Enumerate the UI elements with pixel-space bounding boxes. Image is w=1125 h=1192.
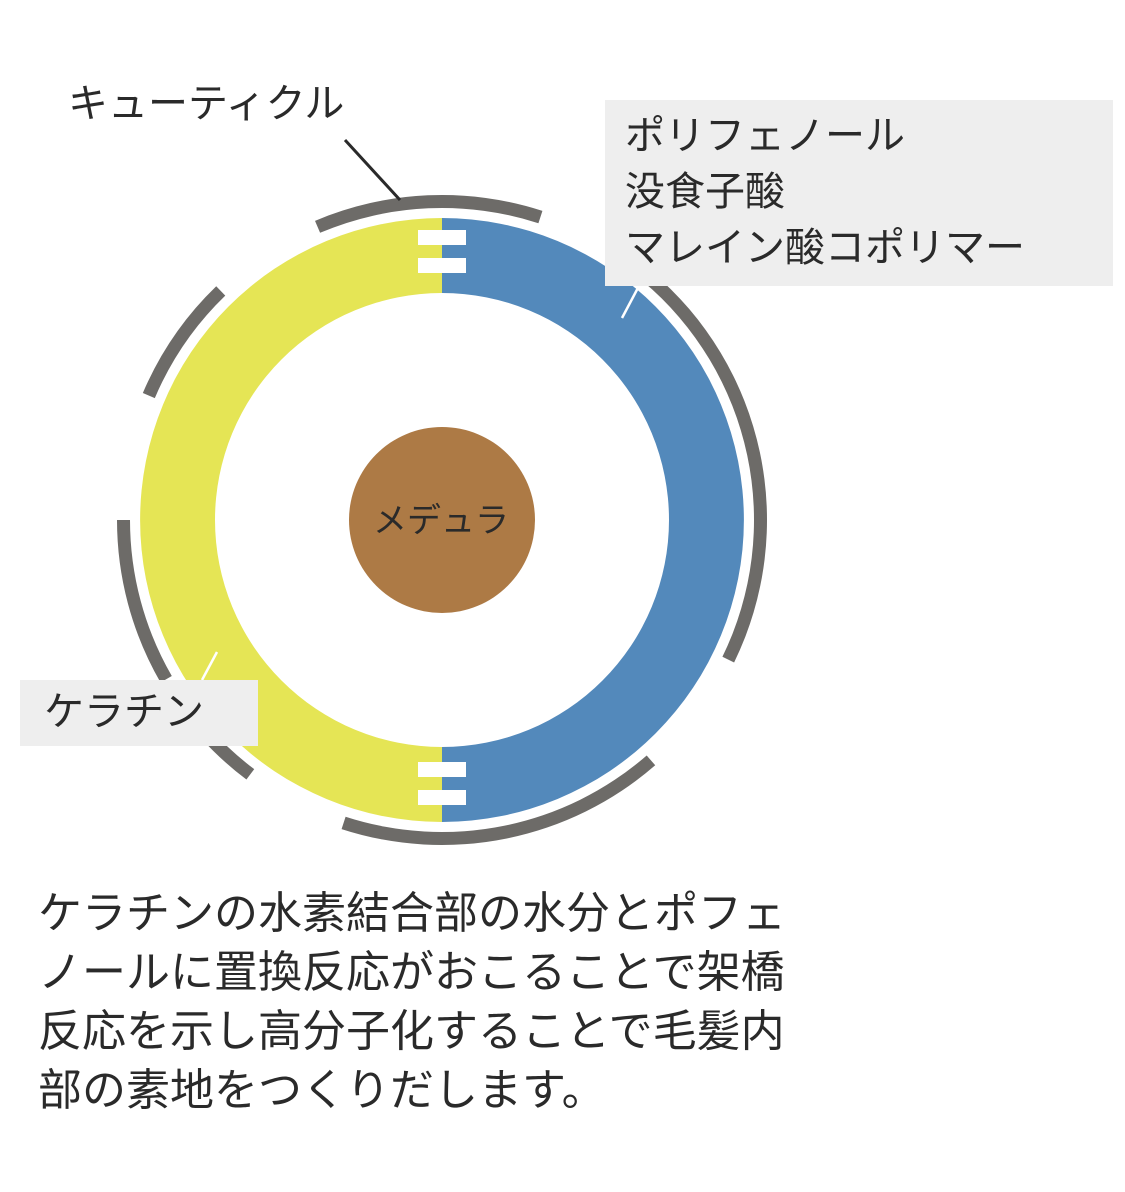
cuticle-leader-line: [343, 138, 402, 202]
cuticle-segment: [341, 755, 656, 845]
bond-marker: [418, 790, 466, 805]
bond-marker: [418, 258, 466, 273]
polyphenol-ring-half: [442, 218, 744, 822]
description-line: 部の素地をつくりだします。: [38, 1065, 606, 1116]
bond-markers: [418, 230, 466, 805]
description-line: ケラチンの水素結合部の水分とポフェ: [38, 888, 786, 939]
gallic-acid-label-line: 没食子酸: [625, 169, 785, 215]
polyphenol-label-box: ポリフェノール 没食子酸 マレイン酸コポリマー: [605, 100, 1113, 286]
medulla-label: メデュラ: [373, 501, 509, 541]
description-paragraph: ケラチンの水素結合部の水分とポフェ ノールに置換反応がおこることで架橋 反応を示…: [38, 884, 786, 1120]
cuticle-label: キューティクル: [68, 81, 345, 127]
cuticle-layer: [117, 195, 767, 845]
bond-marker: [418, 762, 466, 777]
bond-marker: [418, 230, 466, 245]
polyphenol-label-line: ポリフェノール: [625, 113, 905, 159]
cuticle-segment: [315, 195, 543, 233]
keratin-leader-line: [200, 651, 219, 681]
keratin-label-box: ケラチン: [20, 680, 258, 746]
cuticle-segment: [142, 286, 226, 399]
medulla-core: [349, 427, 535, 613]
cuticle-segment: [642, 271, 767, 663]
keratin-label: ケラチン: [44, 689, 204, 735]
keratin-ring-half: [140, 218, 442, 822]
description-line: ノールに置換反応がおこることで架橋: [38, 947, 785, 998]
polyphenol-leader-line: [620, 283, 642, 319]
hair-cross-section-diagram: [117, 138, 767, 845]
description-line: 反応を示し高分子化することで毛髪内: [38, 1006, 785, 1057]
maleic-copolymer-label-line: マレイン酸コポリマー: [625, 225, 1025, 271]
cuticle-segment: [117, 520, 172, 683]
